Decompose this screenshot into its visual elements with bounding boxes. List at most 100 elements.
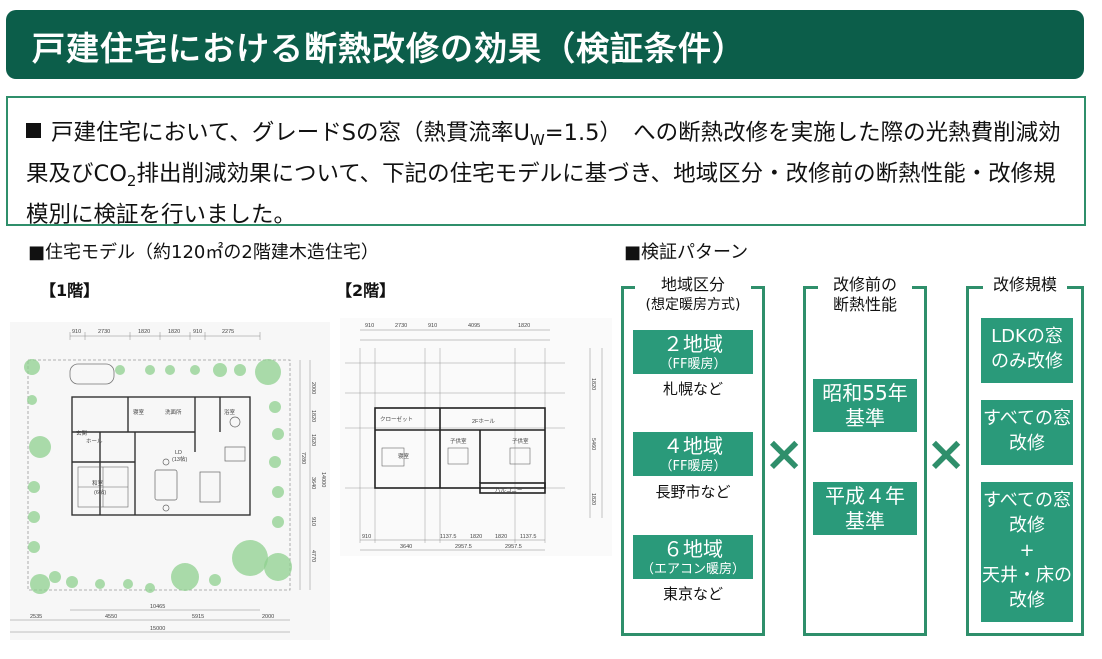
f1-dim-bottom-3: 2000 [262,614,274,620]
f1-room-6: (13帖) [172,455,187,463]
region-header: 地域区分 (想定暖房方式) [635,275,751,315]
floor1-plan: 910 2730 1820 1820 910 2275 [10,322,330,640]
region-city-0: 札幌など [662,380,723,398]
bullet-icon [26,123,41,138]
region-header-line1: 地域区分 [660,275,725,294]
page-title: 戸建住宅における断熱改修の効果（検証条件） [32,29,746,68]
intro-sub-2: 2 [126,172,137,190]
region-label-1: ４地域 [663,434,723,458]
f1-dim-top-3: 1820 [168,329,180,335]
f1-room-8: (6帖) [94,488,106,496]
f1-room-2: 和室 [92,479,104,487]
f1-dim-right-7: 4770 [310,550,316,562]
f2-dim-top-2: 910 [428,323,437,329]
f1-dim-right-4: 3640 [310,477,316,489]
house-model-heading: ■住宅モデル（約120㎡の2階建木造住宅） [28,242,379,263]
region-city-2: 東京など [662,585,723,603]
f1-dim-total-inner: 10465 [150,604,165,610]
scale-0-line-1: のみ改修 [991,351,1063,372]
floor1-tatami [77,466,129,508]
f1-dim-right-2: 1820 [310,434,316,446]
f1-dim-top-0: 910 [72,329,81,335]
f1-dim-right-1: 1820 [310,410,316,422]
scale-1-line-0: すべての窓 [982,408,1072,429]
f1-room-1: 洗面所 [165,408,182,416]
intro-sub-w: W [529,131,545,149]
floor1-dim-right [299,360,311,590]
floor2-label: 【2階】 [336,281,396,300]
scale-box-0: LDKの窓 のみ改修 [981,318,1073,383]
f2-dim-right-1: 5460 [590,438,596,450]
floor2-walls [374,407,546,494]
scale-header-text: 改修規模 [992,275,1057,294]
f2-dim-bottom-3: 1820 [470,534,482,540]
scale-2-line-3: 天井・床の [982,565,1072,586]
f2-room-4: 子供室 [512,437,529,445]
f1-dim-bottom-0: 2535 [30,614,42,620]
scale-header: 改修規模 [984,275,1066,295]
insulation-header-line2: 断熱性能 [832,295,897,314]
f2-dim-bottom-1: 3640 [400,544,412,550]
verification-heading: ■検証パターン [624,242,749,263]
f2-room-3: 子供室 [450,437,467,445]
region-heating-0: （FF暖房） [659,357,727,372]
f1-dim-top-4: 910 [193,329,202,335]
scale-box-1: すべての窓 改修 [981,400,1073,465]
f1-dim-bottom-1: 4550 [105,614,117,620]
scale-2-line-0: すべての窓 [982,490,1072,511]
f2-dim-right-2: 1820 [590,493,596,505]
f2-dim-bottom-2: 1137.5 [440,534,456,540]
scale-1-line-1: 改修 [1009,433,1045,454]
f1-dim-top-2: 1820 [138,329,150,335]
f2-dim-top-4: 1820 [518,323,530,329]
f2-dim-top-3: 4095 [468,323,480,329]
insulation-line2-1: 基準 [845,509,885,533]
f2-room-1: 寝室 [398,452,410,460]
intro-part1: 戸建住宅において、グレードSの窓（熱貫流率U [51,120,530,146]
f1-dim-right-6: 910 [310,517,316,526]
floor1-trees [24,359,292,594]
region-box-1: ４地域 （FF暖房） [633,432,753,476]
insulation-box-1: 平成４年 基準 [813,482,917,535]
times-icon-2: × [926,426,967,482]
f2-room-5: バルコニー [495,487,522,494]
floor2-plan: 910 2730 910 4095 1820 クローゼット 寝室 2Fホール 子… [340,318,612,556]
insulation-line1-0: 昭和55年 [822,381,908,405]
f2-dim-right-0: 1820 [590,378,596,390]
f2-dim-top-0: 910 [365,323,374,329]
region-label-2: ６地域 [663,537,723,561]
insulation-header-line1: 改修前の [832,275,897,294]
f2-dim-bottom-4: 1820 [495,534,507,540]
title-bar: 戸建住宅における断熱改修の効果（検証条件） [6,10,1084,79]
insulation-group [803,286,927,636]
floor1-walls [71,396,251,516]
scale-2-line-4: 改修 [1009,590,1045,611]
floor2-dim-right [589,348,603,518]
f2-room-2: 2Fホール [472,418,495,425]
times-icon-1: × [764,426,805,482]
intro-box: 戸建住宅において、グレードSの窓（熱貫流率UW=1.5） への断熱改修を実施した… [6,96,1086,228]
region-box-2: ６地域 （エアコン暖房） [633,535,753,579]
region-box-0: ２地域 （FF暖房） [633,330,753,374]
f1-room-3: ホール [86,438,103,445]
insulation-box-0: 昭和55年 基準 [813,379,917,432]
f1-room-0: 寝室 [133,408,145,416]
scale-2-line-2: + [1019,540,1035,561]
f1-dim-top-5: 2275 [222,329,234,335]
region-header-line2: (想定暖房方式) [645,297,741,313]
floor1-label: 【1階】 [40,281,100,300]
f1-dim-top-1: 2730 [98,329,110,335]
f2-dim-bottom-7: 2957.5 [505,544,522,550]
intro-text: 戸建住宅において、グレードSの窓（熱貫流率UW=1.5） への断熱改修を実施した… [26,116,1076,232]
intro-part2: =1.5） への断熱改修を実施した際の光熱費削減効果及びCO [26,120,1061,187]
floor1-dim-bottom [10,609,290,633]
f2-room-0: クローゼット [380,415,413,423]
f2-dim-bottom-6: 2957.5 [455,544,472,550]
f1-room-7: 浴室 [224,408,236,416]
f1-dim-right-0: 2000 [310,382,316,394]
f2-dim-bottom-5: 1137.5 [520,534,536,540]
f2-dim-bottom-0: 910 [362,534,371,540]
floor1-site [27,359,291,591]
insulation-line1-1: 平成４年 [825,484,905,508]
floor2-dim-bottom [360,539,545,551]
